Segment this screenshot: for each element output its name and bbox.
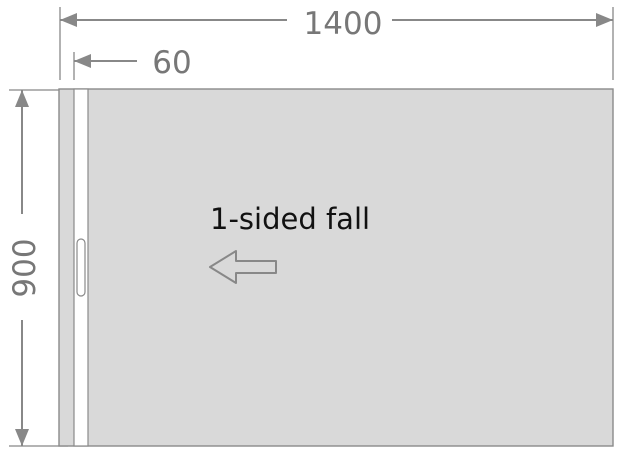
handle-slot-icon <box>76 238 86 297</box>
width-arrow-left-icon <box>60 13 77 27</box>
inset-arrow-icon <box>74 54 91 68</box>
width-arrow-right-icon <box>596 13 613 27</box>
inset-dimension-label: 60 <box>152 45 191 81</box>
left-arrow-icon <box>209 250 277 284</box>
height-dimension-label: 900 <box>7 238 43 297</box>
height-arrow-up-icon <box>15 90 29 107</box>
height-arrow-down-icon <box>15 429 29 446</box>
width-dimension-label: 1400 <box>304 6 383 42</box>
door-panel <box>58 88 614 447</box>
fall-type-label: 1-sided fall <box>210 202 370 236</box>
